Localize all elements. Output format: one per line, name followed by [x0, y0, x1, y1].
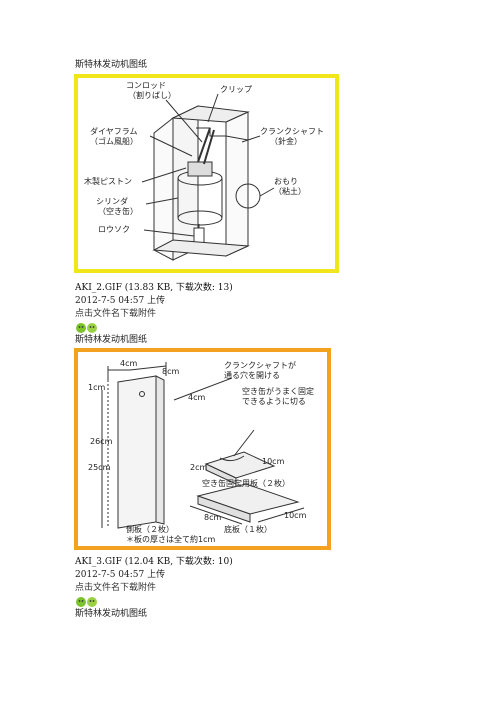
block2-title: 斯特林发动机图纸 [75, 335, 148, 345]
dim-26cm: 26cm [90, 437, 113, 446]
label-side-board: 側板（２枚） [126, 525, 174, 534]
dim-10cm-b: 10cm [284, 511, 307, 520]
note-cut-2: できるように切る [242, 397, 306, 406]
note-hole: クランクシャフトが [224, 361, 296, 370]
label-clip: クリップ [220, 85, 252, 94]
download-hint: 点击文件名下载附件 [75, 309, 157, 319]
block1-title: 斯特林发动机图纸 [75, 60, 148, 70]
label-conrod: コンロッド [126, 81, 166, 90]
file-meta: (12.04 KB, 下载次数: 10) [121, 557, 233, 567]
smiley-icon [76, 323, 97, 333]
figure-frame-aki3[interactable]: 4cm 8cm 4cm クランクシャフトが 通る穴を開ける 空き缶がうまく固定 … [74, 348, 331, 550]
label-thickness-note: ＊板の厚さは全て約1cm [126, 535, 216, 544]
file-name[interactable]: AKI_2.GIF [75, 283, 122, 293]
dim-4cm-right: 4cm [188, 393, 206, 402]
smiley-icon [76, 597, 97, 607]
board-dimensions-diagram [101, 362, 305, 529]
label-diaphragm: ダイヤフラム [90, 127, 138, 136]
figure-frame-aki2[interactable]: コンロッド （割りばし） クリップ ダイヤフラム （ゴム風船） クランクシャフト… [74, 74, 339, 273]
label-cylinder: シリンダ [96, 197, 128, 206]
upload-time: 2012-7-5 04:57 上传 [75, 570, 166, 580]
label-fix-board: 空き缶固定用板（２枚） [202, 479, 290, 488]
label-piston: 木製ピストン [84, 177, 132, 186]
label-bottom-board: 底板（１枚） [224, 525, 272, 534]
block3-title: 斯特林发动机图纸 [75, 609, 148, 619]
upload-time: 2012-7-5 04:57 上传 [75, 296, 166, 306]
label-diaphragm-sub: （ゴム風船） [90, 137, 138, 146]
label-conrod-sub: （割りばし） [128, 91, 176, 100]
dim-8cm-top: 8cm [162, 367, 180, 376]
file-name[interactable]: AKI_3.GIF [75, 557, 122, 567]
dim-2cm: 2cm [190, 463, 208, 472]
dim-25cm: 25cm [88, 463, 111, 472]
attachment-aki3[interactable]: AKI_3.GIF (12.04 KB, 下载次数: 10) [75, 557, 233, 568]
dim-10cm-a: 10cm [262, 457, 285, 466]
dim-4cm-top: 4cm [120, 359, 138, 368]
note-cut: 空き缶がうまく固定 [242, 387, 314, 396]
note-hole-2: 通る穴を開ける [224, 371, 280, 380]
dim-8cm-b: 8cm [204, 513, 222, 522]
attachment-aki2[interactable]: AKI_2.GIF (13.83 KB, 下载次数: 13) [75, 283, 233, 294]
label-crankshaft: クランクシャフト [260, 127, 324, 136]
label-weight-sub: （粘土） [274, 187, 306, 196]
label-weight: おもり [274, 177, 298, 186]
download-hint: 点击文件名下载附件 [75, 583, 157, 593]
dim-1cm: 1cm [88, 383, 106, 392]
label-crankshaft-sub: （針金） [270, 137, 302, 146]
stirling-engine-diagram [141, 93, 275, 261]
label-cylinder-sub: （空き缶） [98, 207, 138, 216]
label-candle: ロウソク [98, 225, 130, 234]
file-meta: (13.83 KB, 下载次数: 13) [121, 283, 233, 293]
